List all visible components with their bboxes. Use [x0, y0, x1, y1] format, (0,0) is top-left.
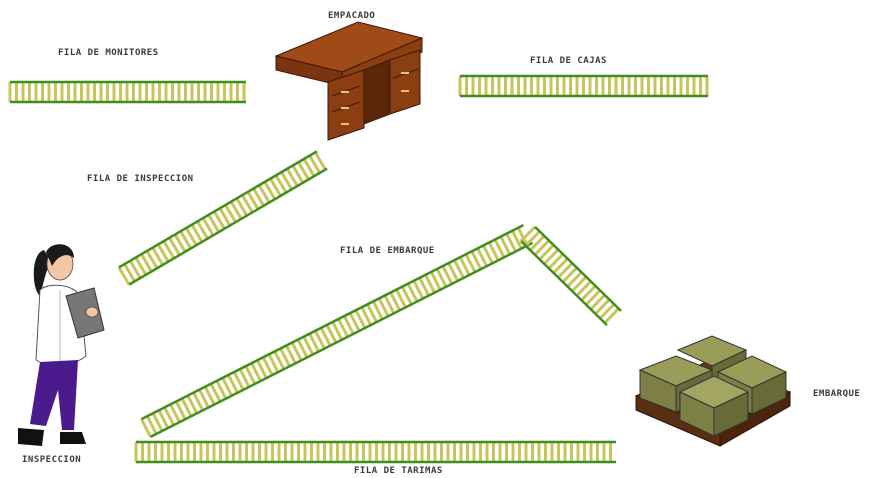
conveyor-fila-cajas	[460, 76, 708, 96]
label-fila-inspeccion: FILA DE INSPECCION	[87, 174, 194, 184]
conveyor-fila-monitores	[10, 82, 246, 102]
label-inspeccion: INSPECCION	[22, 455, 81, 465]
label-embarque: EMBARQUE	[813, 389, 860, 399]
conveyor-fila-tarimas	[136, 442, 616, 462]
label-fila-embarque: FILA DE EMBARQUE	[340, 246, 435, 256]
conveyor-fila-inspeccion	[119, 151, 327, 284]
label-fila-cajas: FILA DE CAJAS	[530, 56, 607, 66]
inspector-person-icon	[18, 244, 104, 446]
label-empacado: EMPACADO	[328, 11, 375, 21]
conveyor-lines	[10, 76, 708, 462]
conveyor-fila-embarque-down	[521, 227, 621, 325]
label-fila-tarimas: FILA DE TARIMAS	[354, 466, 443, 476]
pallet-with-boxes-icon	[636, 336, 790, 446]
desk-icon	[276, 22, 422, 140]
label-fila-monitores: FILA DE MONITORES	[58, 48, 159, 58]
conveyor-fila-embarque-up	[141, 225, 532, 437]
